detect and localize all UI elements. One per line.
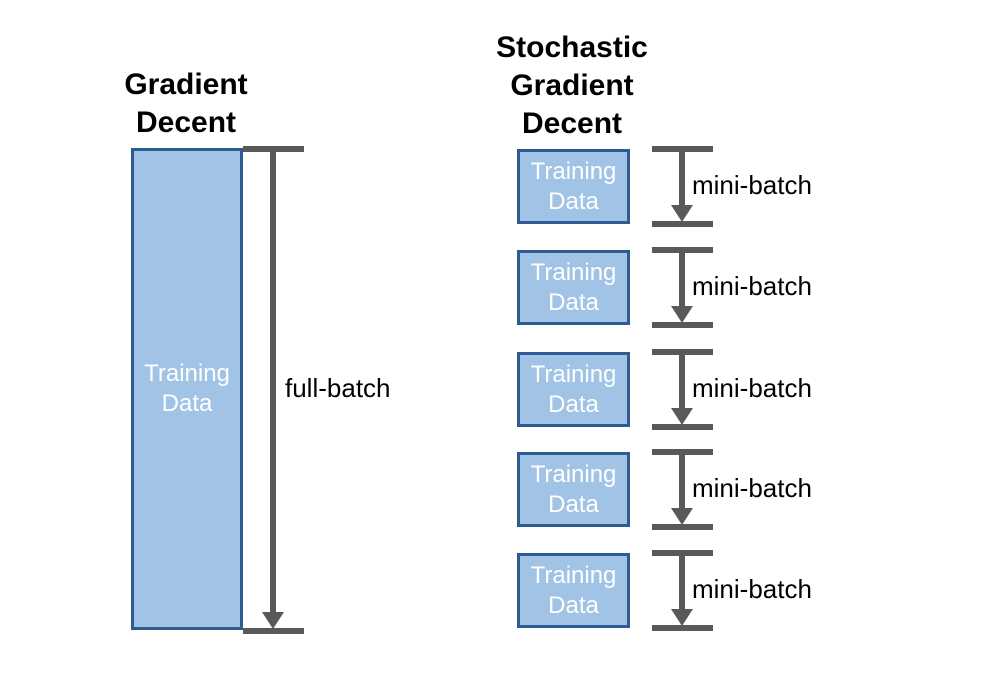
- arrow-top-bar: [652, 349, 713, 355]
- stochastic-gradient-descent-title: Stochastic Gradient Decent: [496, 31, 648, 140]
- arrow-top-bar: [652, 146, 713, 152]
- sgd-row: Training Data mini-batch: [0, 449, 982, 530]
- mini-batch-label: mini-batch: [692, 473, 812, 503]
- mini-batch-arrow-icon: [652, 349, 713, 430]
- sgd-row: Training Data mini-batch: [0, 247, 982, 328]
- arrow-head-down: [671, 306, 693, 323]
- mini-batch-label: mini-batch: [692, 170, 812, 200]
- training-data-label: Training Data: [530, 360, 617, 418]
- arrow-bottom-bar: [652, 424, 713, 430]
- arrow-top-bar: [652, 247, 713, 253]
- mini-batch-arrow-icon: [652, 550, 713, 631]
- sgd-row: Training Data mini-batch: [0, 146, 982, 227]
- training-data-label: Training Data: [530, 460, 617, 518]
- arrow-head-down: [262, 612, 284, 629]
- arrow-top-bar: [652, 550, 713, 556]
- mini-batch-arrow-icon: [652, 146, 713, 227]
- arrow-bottom-bar: [243, 628, 304, 634]
- mini-batch-arrow-icon: [652, 449, 713, 530]
- arrow-head-down: [671, 408, 693, 425]
- training-data-label: Training Data: [530, 157, 617, 215]
- full-batch-arrow-icon: [243, 146, 304, 634]
- sgd-row: Training Data mini-batch: [0, 349, 982, 430]
- arrow-bottom-bar: [652, 322, 713, 328]
- arrow-shaft: [679, 354, 685, 410]
- training-data-box: Training Data: [517, 250, 630, 325]
- training-data-label: Training Data: [144, 360, 230, 417]
- arrow-head-down: [671, 508, 693, 525]
- training-data-label: Training Data: [530, 258, 617, 316]
- mini-batch-label: mini-batch: [692, 271, 812, 301]
- training-data-label: Training Data: [530, 561, 617, 619]
- arrow-head-down: [671, 609, 693, 626]
- arrow-top-bar: [652, 449, 713, 455]
- arrow-shaft: [679, 252, 685, 308]
- full-batch-label: full-batch: [285, 373, 391, 403]
- mini-batch-arrow-icon: [652, 247, 713, 328]
- arrow-top-bar: [243, 146, 304, 152]
- arrow-shaft: [679, 454, 685, 510]
- gradient-descent-title: Gradient Decent: [124, 68, 248, 139]
- arrow-shaft: [679, 151, 685, 207]
- arrow-bottom-bar: [652, 625, 713, 631]
- arrow-shaft: [679, 555, 685, 611]
- training-data-box: Training Data: [517, 553, 630, 628]
- training-data-box: Training Data: [517, 149, 630, 224]
- mini-batch-label: mini-batch: [692, 373, 812, 403]
- training-data-box: Training Data: [517, 452, 630, 527]
- sgd-row: Training Data mini-batch: [0, 550, 982, 631]
- arrow-shaft: [270, 151, 276, 614]
- arrow-bottom-bar: [652, 524, 713, 530]
- arrow-bottom-bar: [652, 221, 713, 227]
- training-data-box-full: Training Data: [131, 148, 243, 630]
- arrow-head-down: [671, 205, 693, 222]
- training-data-box: Training Data: [517, 352, 630, 427]
- mini-batch-label: mini-batch: [692, 574, 812, 604]
